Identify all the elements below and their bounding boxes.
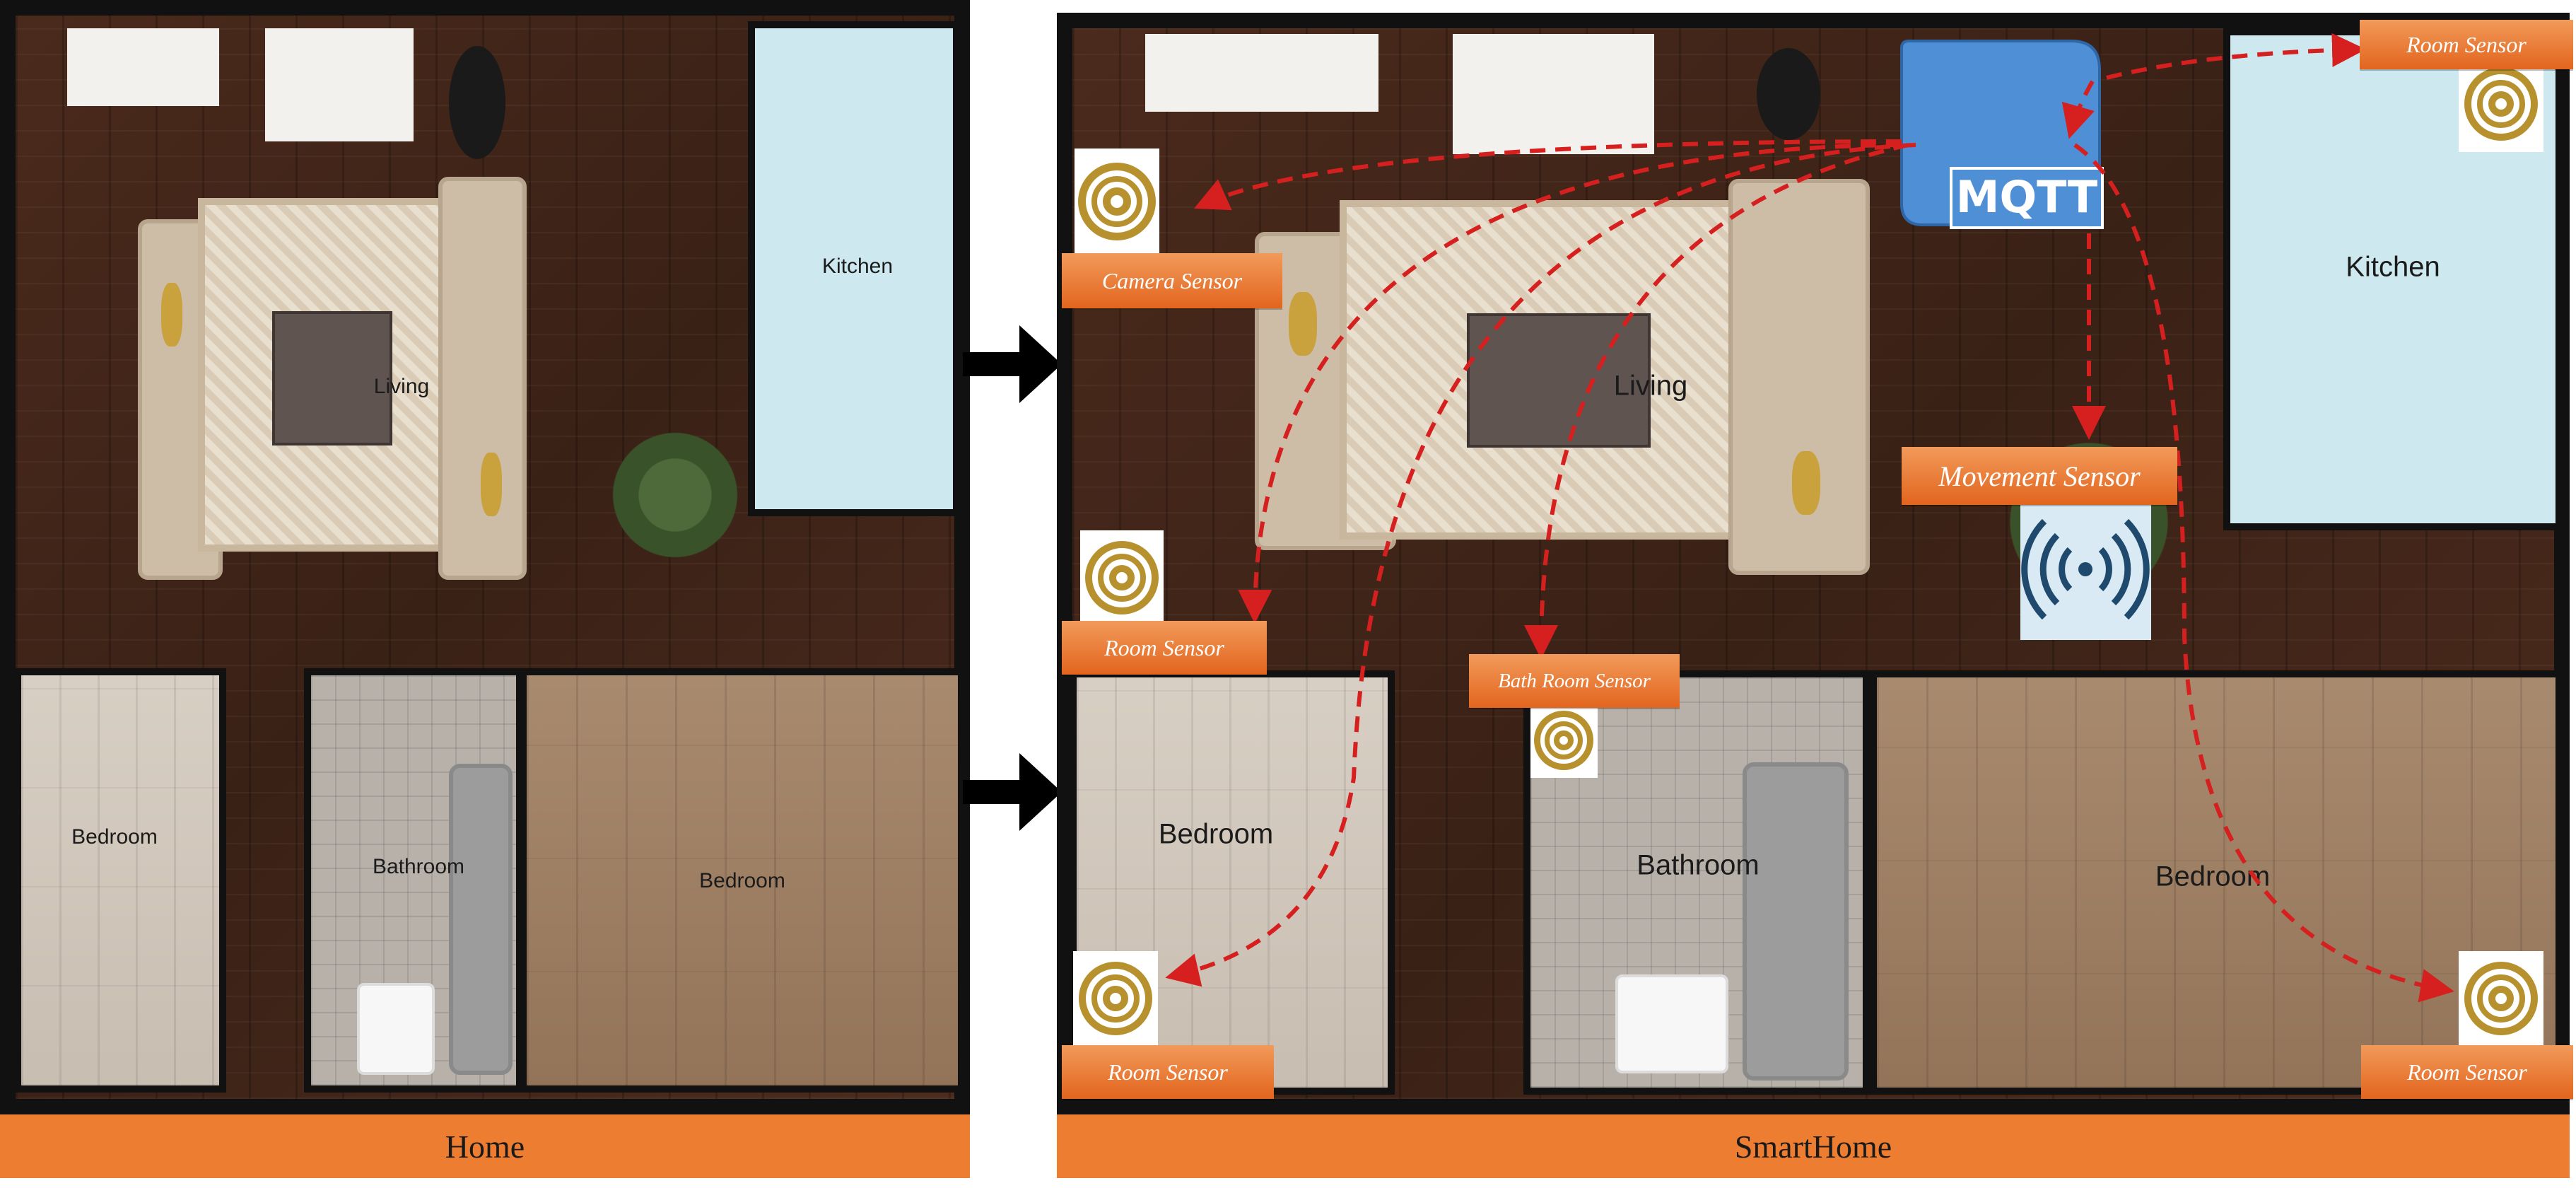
home-coffee-table: [272, 311, 392, 446]
smarthome-toilet: [1615, 974, 1728, 1073]
home-bedroom-left-room: [14, 668, 226, 1093]
home-plant: [608, 417, 742, 573]
home-floor-lamp: [449, 46, 505, 159]
smarthome-bathtub: [1743, 762, 1849, 1081]
home-table-mat: [265, 28, 414, 141]
home-bathroom-label: Bathroom: [372, 855, 465, 878]
smarthome-caption: SmartHome: [1734, 1128, 1892, 1165]
smarthome-bathroom-label: Bathroom: [1637, 849, 1760, 881]
smarthome-panel: Kitchen Living Bedroom Bathroom Bedroom …: [1057, 13, 2570, 1178]
room-sensor-label-bottom-right: Room Sensor: [2361, 1045, 2573, 1099]
right-arrow-icon: [963, 753, 1062, 831]
smarthome-living-label: Living: [1613, 370, 1688, 402]
home-cushion: [161, 283, 182, 346]
smarthome-cushion: [1792, 451, 1820, 515]
home-toilet: [357, 983, 435, 1075]
smarthome-floor-lamp: [1757, 48, 1820, 140]
right-arrow-icon: [963, 325, 1062, 403]
home-caption-bar: Home: [0, 1114, 970, 1178]
wireless-sensor-icon: [1073, 951, 1158, 1047]
home-entry-mat: [67, 28, 219, 106]
movement-sensor-label: Movement Sensor: [1902, 447, 2177, 505]
mqtt-broker: MQTT: [1900, 40, 2104, 229]
wireless-sensor-icon: [2459, 951, 2543, 1047]
home-bedroom-left-label: Bedroom: [71, 825, 158, 849]
wireless-sensor-icon: [1530, 704, 1598, 778]
smarthome-caption-bar: SmartHome: [1057, 1114, 2570, 1178]
mqtt-broker-label: MQTT: [1956, 171, 2097, 223]
smarthome-bedroom-left-label: Bedroom: [1158, 818, 1274, 850]
smarthome-sofa-right: [1728, 179, 1870, 575]
room-sensor-label-left: Room Sensor: [1062, 621, 1267, 675]
smarthome-cushion: [1289, 292, 1317, 356]
home-caption: Home: [445, 1128, 525, 1165]
home-kitchen-label: Kitchen: [821, 255, 894, 278]
home-kitchen-room: [748, 21, 960, 516]
wireless-sensor-icon: [2459, 57, 2543, 152]
smarthome-entry-mat: [1145, 34, 1378, 112]
smarthome-kitchen-label: Kitchen: [2346, 251, 2440, 283]
camera-sensor-label: Camera Sensor: [1062, 253, 1282, 308]
home-panel: Kitchen Living Bedroom Bathroom Bedroom …: [0, 0, 970, 1178]
wifi-signal-icon: [2020, 499, 2151, 640]
wireless-sensor-icon: [1075, 148, 1159, 255]
wireless-sensor-icon: [1080, 530, 1164, 626]
home-bedroom-right-label: Bedroom: [699, 869, 785, 892]
room-sensor-label-bottom-left: Room Sensor: [1062, 1045, 1274, 1099]
home-living-label: Living: [373, 375, 430, 398]
bathroom-sensor-label: Bath Room Sensor: [1469, 654, 1680, 708]
home-bedroom-right-room: [520, 668, 965, 1093]
home-cushion: [481, 453, 502, 516]
room-sensor-label-top-right: Room Sensor: [2360, 20, 2573, 69]
home-sofa-right: [438, 177, 527, 580]
smarthome-table-mat: [1453, 34, 1654, 154]
smarthome-bedroom-right-label: Bedroom: [2155, 861, 2271, 892]
home-bathtub: [449, 764, 513, 1075]
